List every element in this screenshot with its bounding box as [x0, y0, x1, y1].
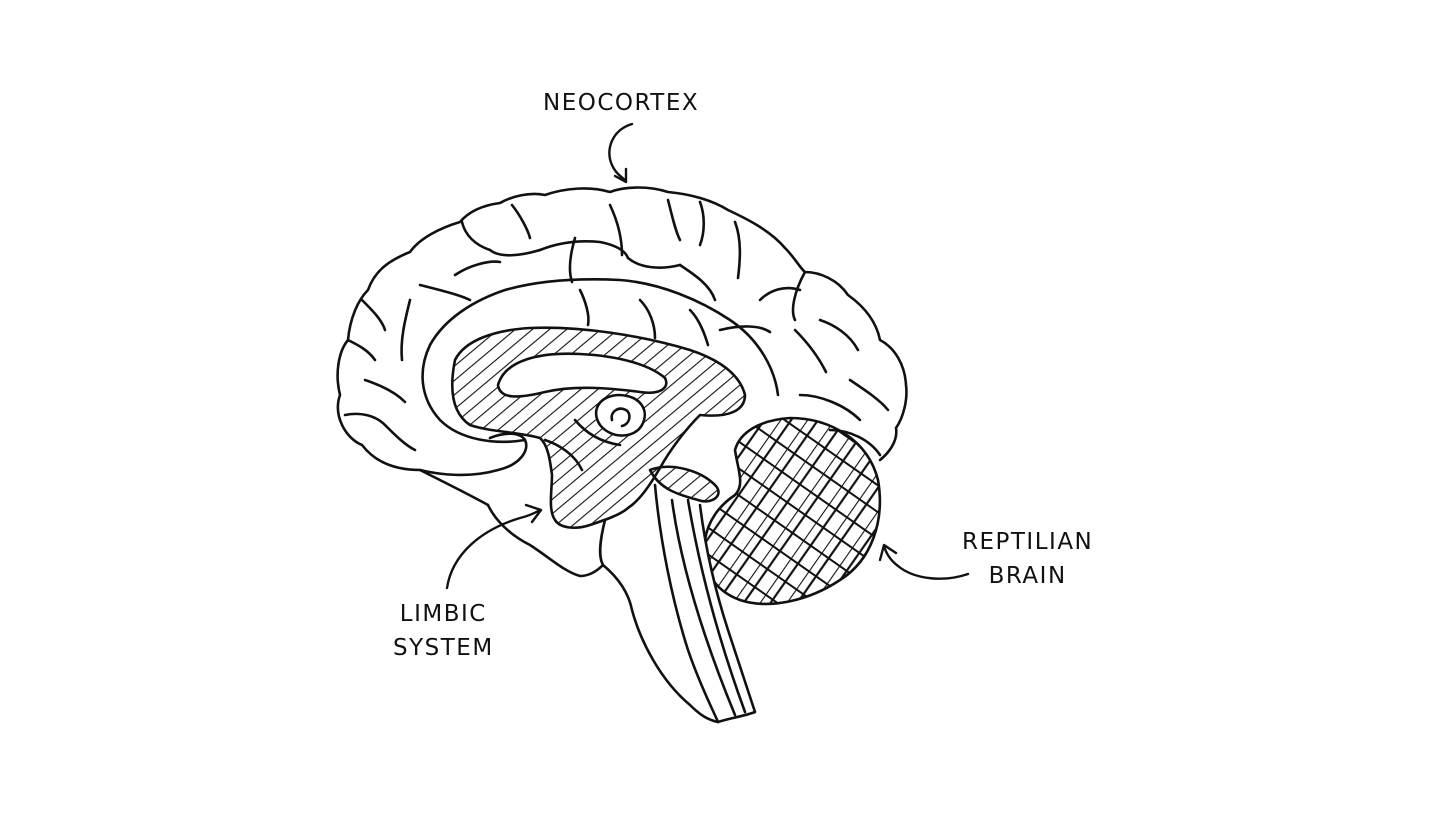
reptilian-label-line1: REPTILIAN: [962, 529, 1094, 555]
limbic-system-label: LIMBIC SYSTEM: [393, 597, 494, 665]
reptilian-brain-label: REPTILIAN BRAIN: [962, 525, 1093, 593]
neocortex-label: NEOCORTEX: [543, 86, 699, 120]
limbic-label-line2: SYSTEM: [393, 635, 494, 661]
inner-cortex-fold: [421, 278, 780, 444]
midbrain-hatch: [648, 465, 720, 503]
limbic-arrow: [445, 508, 542, 590]
reptilian-label-line2: BRAIN: [988, 563, 1067, 589]
reptilian-brain: [702, 416, 882, 606]
temporal-lobe-line: [418, 432, 528, 477]
neocortex-label-text: NEOCORTEX: [543, 90, 700, 116]
neocortex-outline: [336, 186, 908, 507]
neocortex-arrow: [608, 122, 634, 182]
reptilian-arrow: [882, 544, 970, 580]
limbic-label-line1: LIMBIC: [399, 601, 487, 627]
